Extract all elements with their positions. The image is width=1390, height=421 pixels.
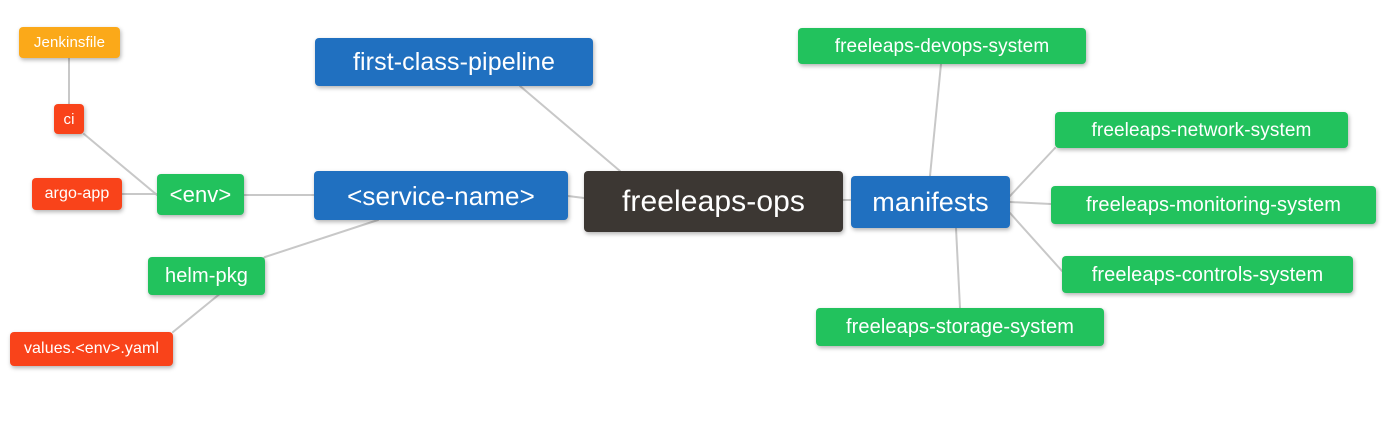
mindmap-node-manifests[interactable]: manifests xyxy=(851,176,1010,228)
edge-service-name-to-freeleaps-ops xyxy=(567,195,585,199)
mindmap-node-jenkinsfile[interactable]: Jenkinsfile xyxy=(19,27,120,58)
edge-manifests-to-storage-system xyxy=(955,227,961,309)
mindmap-node-network-system[interactable]: freeleaps-network-system xyxy=(1055,112,1348,148)
mindmap-node-ci[interactable]: ci xyxy=(54,104,84,134)
mindmap-node-helm-pkg[interactable]: helm-pkg xyxy=(148,257,265,295)
mindmap-node-freeleaps-ops[interactable]: freeleaps-ops xyxy=(584,171,843,232)
edge-manifests-to-devops-system xyxy=(929,63,942,177)
mindmap-node-controls-system[interactable]: freeleaps-controls-system xyxy=(1062,256,1353,293)
edge-helm-pkg-to-service-name xyxy=(264,219,379,258)
edge-manifests-to-monitoring-system xyxy=(1009,201,1052,205)
mindmap-node-storage-system[interactable]: freeleaps-storage-system xyxy=(816,308,1104,346)
mindmap-node-monitoring-system[interactable]: freeleaps-monitoring-system xyxy=(1051,186,1376,224)
edge-first-class-pipeline-to-freeleaps-ops xyxy=(519,85,621,172)
mindmap-node-first-class-pipeline[interactable]: first-class-pipeline xyxy=(315,38,593,86)
mindmap-node-devops-system[interactable]: freeleaps-devops-system xyxy=(798,28,1086,64)
mindmap-node-service-name[interactable]: <service-name> xyxy=(314,171,568,220)
mindmap-node-values-yaml[interactable]: values.<env>.yaml xyxy=(10,332,173,366)
mindmap-node-env[interactable]: <env> xyxy=(157,174,244,215)
edge-manifests-to-network-system xyxy=(1009,147,1056,197)
mindmap-node-argo-app[interactable]: argo-app xyxy=(32,178,122,210)
